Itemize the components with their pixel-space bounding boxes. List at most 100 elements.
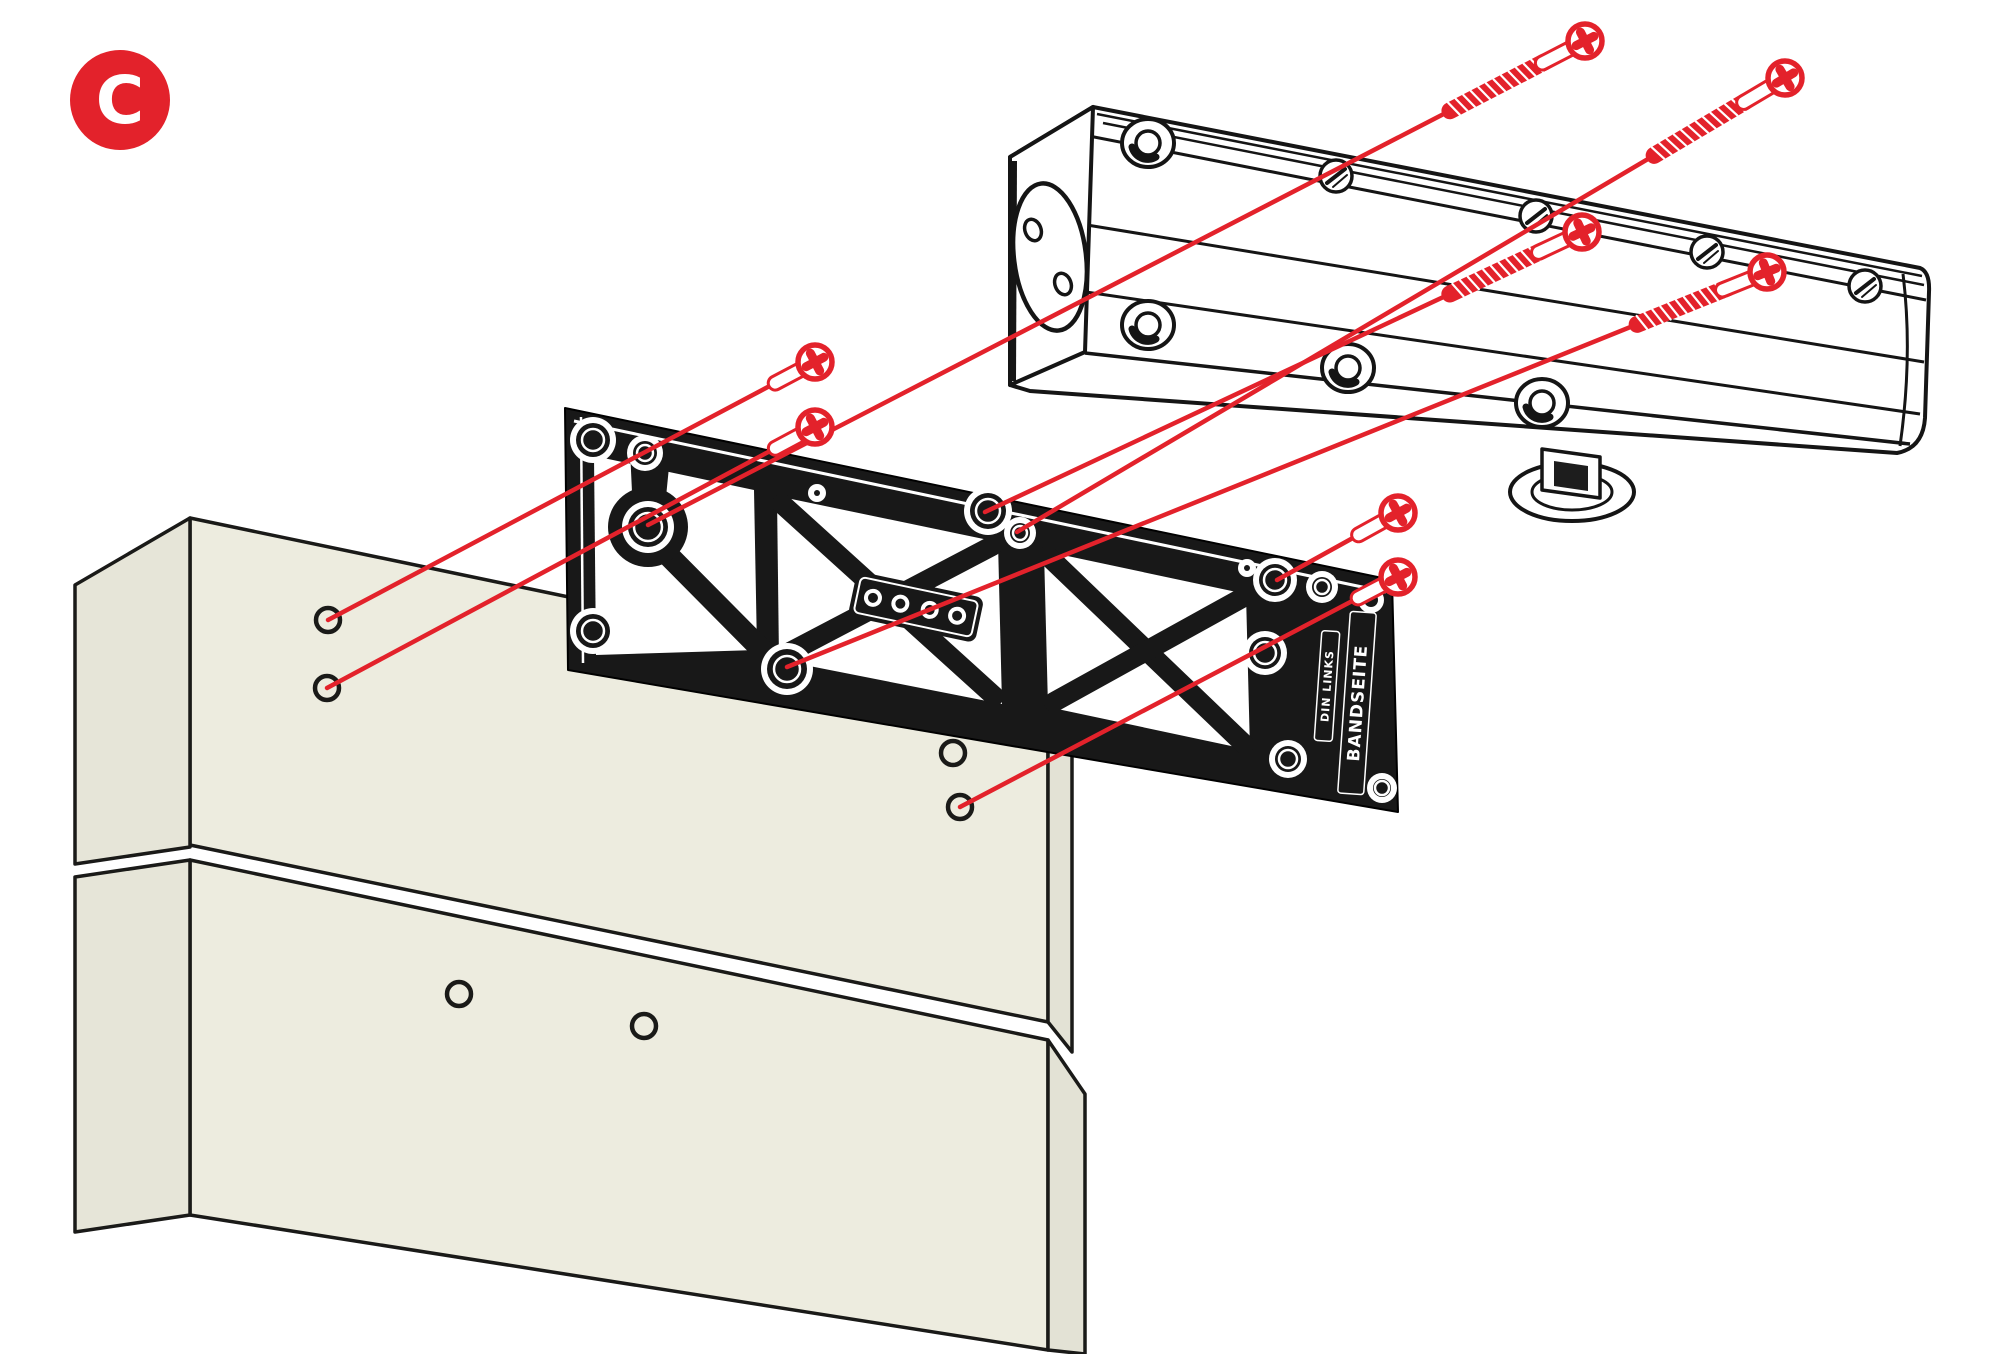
screw-mid-1-thread-tick (1458, 279, 1473, 294)
screw-top-2-thread (1645, 92, 1754, 164)
screw-top-2-thread-tick (1709, 111, 1724, 126)
closer-contour-line (1085, 290, 1921, 416)
screw-top-2-thread-tick (1723, 103, 1739, 117)
screw-mid-2-thread-tick (1690, 292, 1704, 308)
screw-top-2-phillips-cross-icon (1771, 64, 1799, 92)
screw-top-1-thread-tick (1522, 62, 1537, 77)
screw-top-1-thread-tick (1469, 89, 1484, 105)
lower-beam-left (73, 858, 192, 1234)
screw-mid-2-thread-tick (1643, 311, 1656, 327)
screw-top-2 (1014, 58, 1805, 535)
screw-top-2-thread-tick (1716, 107, 1732, 121)
step-badge: C (70, 50, 170, 150)
screw-mid-1 (982, 212, 1602, 515)
plate-hole (1367, 773, 1397, 803)
upper-beam-left (73, 516, 192, 866)
screw-right-2-phillips-cross-icon (1384, 563, 1412, 591)
screw-top-1-thread-tick (1499, 74, 1514, 89)
screw-mid-2-leader-line (784, 269, 1770, 670)
screw-mid-2-thread-tick (1659, 305, 1672, 321)
screw-right-1-phillips-cross-icon (1384, 499, 1412, 527)
plate-stamp (849, 572, 983, 642)
screw-top-1-thread-tick (1454, 97, 1469, 112)
closer-valve-screw (1689, 234, 1725, 270)
screw-mid-1-thread-tick (1474, 272, 1488, 287)
plate-hole (1238, 559, 1256, 577)
screw-top-2-thread-tick (1665, 137, 1680, 152)
wall-drill-hole (444, 979, 474, 1009)
plate-hole (1269, 740, 1307, 778)
screw-top-1-thread-tick (1477, 85, 1492, 101)
screw-top-2-thread-tick (1694, 120, 1710, 134)
lower-beam-end (1046, 1038, 1087, 1354)
plate-hole (570, 608, 616, 654)
screw-left-1-phillips-cross-icon (801, 348, 829, 376)
screw-top-1-thread (1441, 53, 1553, 120)
screw-mid-1-thread-tick (1482, 268, 1496, 284)
screw-top-1-thread-tick (1515, 66, 1529, 81)
screw-top-2-thread-tick (1658, 141, 1673, 156)
screw-top-1-thread-tick (1462, 93, 1476, 108)
screw-mid-2-thread-tick (1635, 314, 1649, 331)
screw-top-1-thread-tick (1484, 82, 1499, 97)
screw-mid-2-thread-tick (1674, 298, 1688, 315)
closer-mounting-boss (1120, 117, 1176, 169)
plate-label-din-links-text: DIN LINKS (1318, 650, 1336, 723)
screw-mid-2-thread-tick (1651, 308, 1664, 324)
screw-right-1 (1274, 493, 1418, 583)
screw-top-1 (645, 21, 1605, 528)
screws-and-leader-lines (324, 21, 1805, 810)
screw-top-2-thread-tick (1672, 133, 1688, 147)
screw-top-2-thread-tick (1650, 146, 1666, 160)
wall-drill-hole (629, 1011, 659, 1041)
screw-mid-1-phillips-cross-icon (1568, 218, 1596, 246)
plate-hole (570, 417, 616, 463)
screw-mid-2-thread-tick (1667, 302, 1680, 318)
closer-mounting-boss (1514, 377, 1570, 429)
screw-mid-1-thread-tick (1451, 282, 1465, 298)
closer-contour-line (1102, 121, 1925, 287)
screw-top-1-leader-line (645, 38, 1588, 528)
screw-right-2-leader-line (957, 574, 1401, 810)
screw-mid-2-thread-tick (1698, 289, 1712, 305)
screw-mid-2 (784, 252, 1787, 670)
screw-left-1-leader-line (325, 359, 818, 623)
screw-mid-1-thread-tick (1520, 250, 1534, 266)
closer-contour-line (1084, 351, 1911, 446)
closer-spindle (1508, 447, 1636, 523)
screw-mid-1-thread-tick (1497, 261, 1511, 276)
closer-mounting-boss (1120, 299, 1176, 351)
screw-mid-1-thread-tick (1466, 275, 1481, 291)
plate-label-bandseite: BANDSEITE (1337, 610, 1377, 796)
closer-contour-line (1898, 273, 1909, 447)
closer-end-hole (1052, 271, 1074, 297)
screw-top-1-thread-tick (1447, 101, 1461, 116)
screw-mid-2-phillips-cross-icon (1753, 258, 1781, 286)
screw-mid-1-thread-tick (1512, 253, 1527, 269)
screw-top-2-thread-tick (1687, 124, 1702, 139)
screw-mid-1-thread-tick (1505, 257, 1519, 273)
plate-rib (1044, 588, 1252, 712)
screw-right-2 (957, 557, 1418, 810)
screw-left-2-leader-line (324, 424, 818, 691)
closer-contour-line (1086, 223, 1925, 364)
screw-top-2-thread-tick (1680, 128, 1695, 143)
closer-end-hole (1022, 217, 1044, 243)
screw-top-1-thread-tick (1492, 78, 1507, 93)
closer-contour-line (1096, 112, 1923, 278)
screw-mid-2-thread-tick (1682, 295, 1696, 312)
screw-top-1-phillips-cross-icon (1571, 27, 1599, 55)
plate-hole (1306, 571, 1338, 603)
screw-top-1-thread-tick (1507, 70, 1522, 85)
screw-mid-2-thread-tick (1706, 286, 1720, 302)
plate-rib (654, 541, 781, 669)
screw-left-2-phillips-cross-icon (801, 413, 829, 441)
plate-label-din-links: DIN LINKS (1313, 629, 1341, 743)
step-badge-letter: C (96, 62, 144, 139)
wall-drill-hole (938, 738, 968, 768)
closer-valve-screw (1847, 268, 1883, 304)
screw-left-1 (325, 342, 835, 623)
plate-hole (808, 484, 826, 502)
